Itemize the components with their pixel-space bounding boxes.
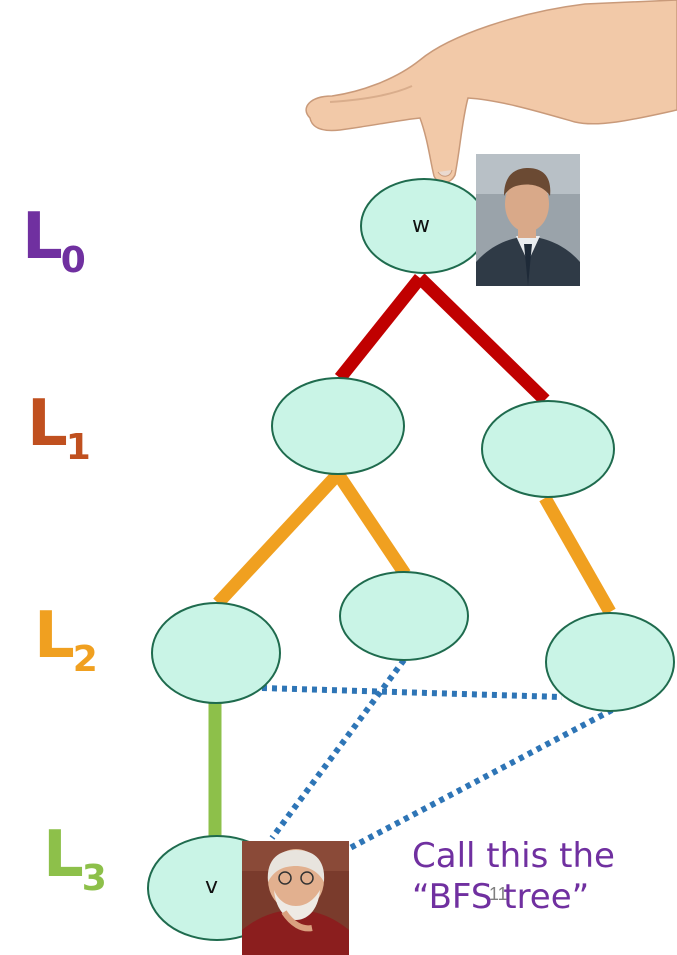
v-person-photo [242, 841, 349, 955]
tree-nodes [147, 178, 675, 941]
node-l1-left [271, 377, 405, 475]
node-l2-right [545, 612, 675, 712]
level-label-l1: L1 [27, 387, 91, 468]
node-l1-right [481, 400, 615, 498]
edge-l1a-l2a [213, 469, 343, 608]
node-label-v: v [205, 874, 219, 899]
dotted-edge-l2c-v [348, 707, 614, 851]
edge-root-left [334, 273, 426, 383]
caption-line-2: “BFS tree” [412, 877, 590, 918]
root-person-photo [476, 154, 580, 286]
edge-l1b-l2c [539, 494, 616, 616]
caption: Call this the “BFS tree” [412, 836, 615, 919]
edge-l1a-l2b [332, 470, 411, 578]
hand-illustration [305, 0, 677, 184]
level-label-l3: L3 [43, 818, 107, 899]
level-label-l2: L2 [34, 599, 98, 680]
edge-root-right [415, 273, 550, 405]
node-label-w: w [412, 213, 430, 238]
node-l2-middle [339, 571, 469, 661]
dotted-edge-l2a-l2c [261, 685, 563, 700]
non-tree-edges [261, 658, 614, 851]
caption-line-1: Call this the [412, 836, 615, 876]
page-number: 11 [489, 884, 508, 904]
dotted-edge-l2b-v [269, 658, 407, 840]
tree-edges [208, 273, 616, 838]
node-l2-left [151, 602, 281, 704]
level-label-l0: L0 [22, 200, 86, 281]
